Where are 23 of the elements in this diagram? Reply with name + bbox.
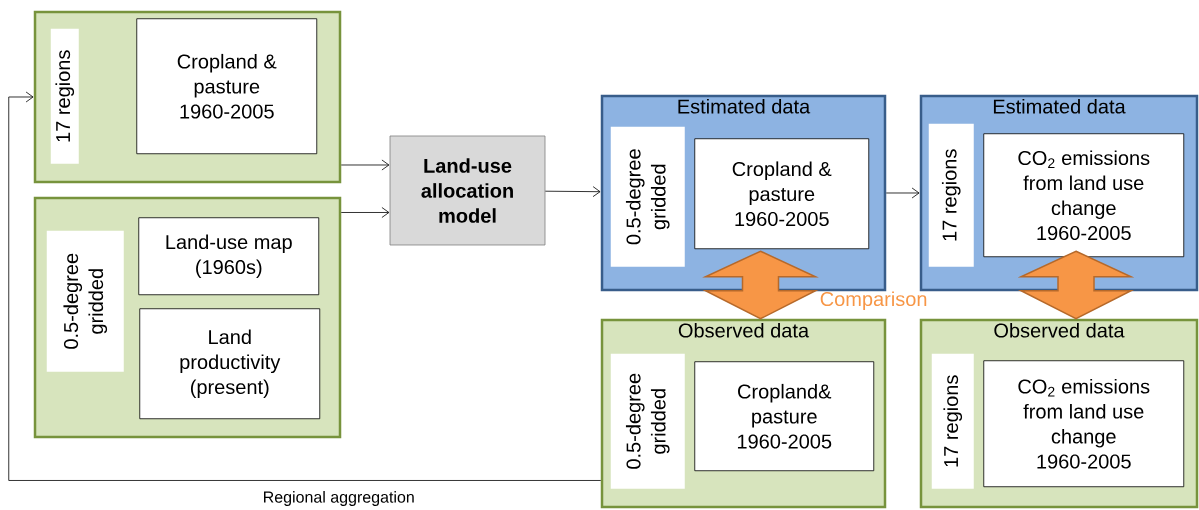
data-box: CO$_{2}$ emissions from land use change 1960-2005 [983, 133, 1185, 258]
data-box: CO$_{2}$ emissions from land use change 1960-2005 [983, 360, 1185, 488]
double-block-arrow [702, 250, 819, 320]
side-label: 17 regions [928, 123, 974, 267]
side-label: 0.5-degree gridded [46, 230, 124, 372]
side-label: 17 regions [931, 353, 974, 489]
edge-label: Comparison [820, 291, 927, 311]
data-box: Land productivity (present) [139, 308, 321, 420]
arrow [545, 186, 601, 198]
arrow [340, 159, 390, 171]
data-box: Land-use map (1960s) [138, 217, 320, 296]
edge-label: Regional aggregation [261, 490, 416, 507]
double-block-arrow [1017, 250, 1135, 320]
side-label: 0.5-degree gridded [610, 126, 685, 267]
arrow [885, 187, 920, 199]
data-box: Cropland& pasture 1960-2005 [694, 361, 875, 472]
side-label: 0.5-degree gridded [610, 353, 685, 489]
process-box: Land-use allocation model [389, 135, 546, 246]
arrow [340, 207, 390, 218]
data-box: Cropland & pasture 1960-2005 [136, 18, 318, 155]
side-label: 17 regions [50, 28, 79, 164]
arrow [8, 91, 602, 481]
data-box: Cropland & pasture 1960-2005 [694, 138, 870, 250]
